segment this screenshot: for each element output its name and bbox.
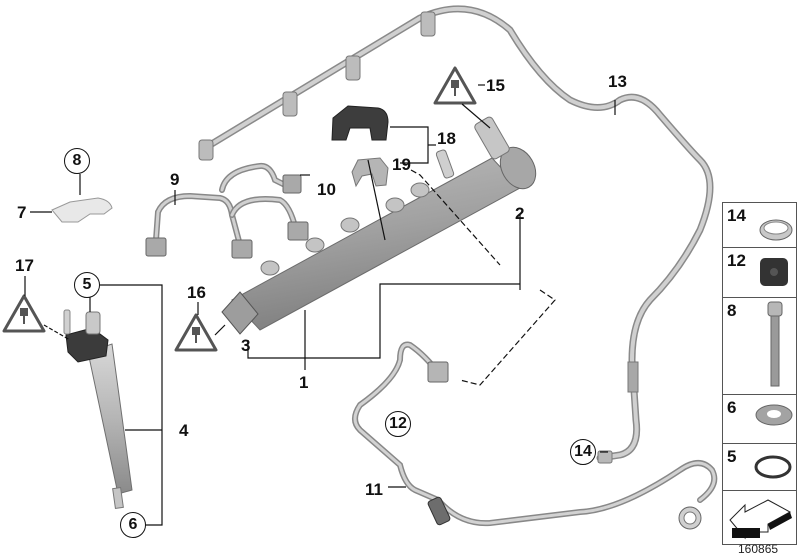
panel-hose-clamp-icon	[759, 219, 793, 241]
injector-4[interactable]	[63, 309, 133, 510]
callout-1: 1	[299, 373, 309, 392]
panel-item-6[interactable]: 6	[723, 395, 796, 444]
panel-washer-icon	[755, 404, 793, 426]
panel-item-number: 12	[727, 251, 746, 270]
fuel-line-11[interactable]	[352, 341, 718, 527]
panel-o-ring-icon	[754, 455, 792, 479]
line-nut	[145, 174, 309, 259]
panel-item-14[interactable]: 14	[723, 203, 796, 248]
panel-item-12[interactable]: 12	[723, 248, 796, 298]
panel-arrow-icon	[729, 499, 792, 540]
panel-item-number: 6	[727, 398, 737, 417]
rail-port	[260, 182, 430, 276]
panel-item-number: 14	[727, 206, 746, 225]
callout-18: 18	[437, 129, 456, 148]
callout-19: 19	[392, 155, 411, 174]
callout-15: 15	[486, 76, 505, 95]
callout-9: 9	[170, 170, 180, 189]
callout-3: 3	[241, 336, 251, 355]
panel-grommet-icon	[760, 258, 788, 286]
panel-bolt-icon	[767, 301, 783, 387]
harness-clip	[198, 11, 436, 161]
fuel-rail[interactable]	[221, 116, 543, 335]
panel-item-5[interactable]: 5	[723, 444, 796, 491]
callout-11: 11	[365, 480, 383, 499]
line-sleeve	[427, 496, 451, 526]
callout-16: 16	[187, 283, 206, 302]
panel-item-number: 5	[727, 447, 737, 466]
panel-item-8[interactable]: 8	[723, 298, 796, 395]
callout-12: 12	[385, 411, 411, 437]
return-line-harness[interactable]	[198, 5, 714, 464]
callout-13: 13	[608, 72, 627, 91]
callout-14: 14	[570, 439, 596, 465]
callout-17: 17	[15, 256, 34, 275]
parts-panel: 14 12 8 6 5	[722, 202, 797, 545]
injector-line-9[interactable]	[153, 192, 299, 248]
clamp-7[interactable]	[51, 197, 113, 223]
line-nut-11-top	[427, 361, 449, 383]
callout-2: 2	[515, 204, 525, 223]
callout-5: 5	[74, 272, 100, 298]
callout-8: 8	[64, 148, 90, 174]
leader-lines	[24, 84, 616, 526]
clip-18[interactable]	[331, 105, 389, 141]
panel-item-number: 8	[727, 301, 737, 320]
callout-4: 4	[179, 421, 189, 440]
injector-line-10[interactable]	[219, 162, 288, 193]
panel-item-arrow[interactable]	[723, 491, 796, 546]
callout-6: 6	[120, 512, 146, 538]
callout-7: 7	[17, 203, 27, 222]
reference-number: 160865	[738, 542, 779, 556]
callout-10: 10	[317, 180, 336, 199]
